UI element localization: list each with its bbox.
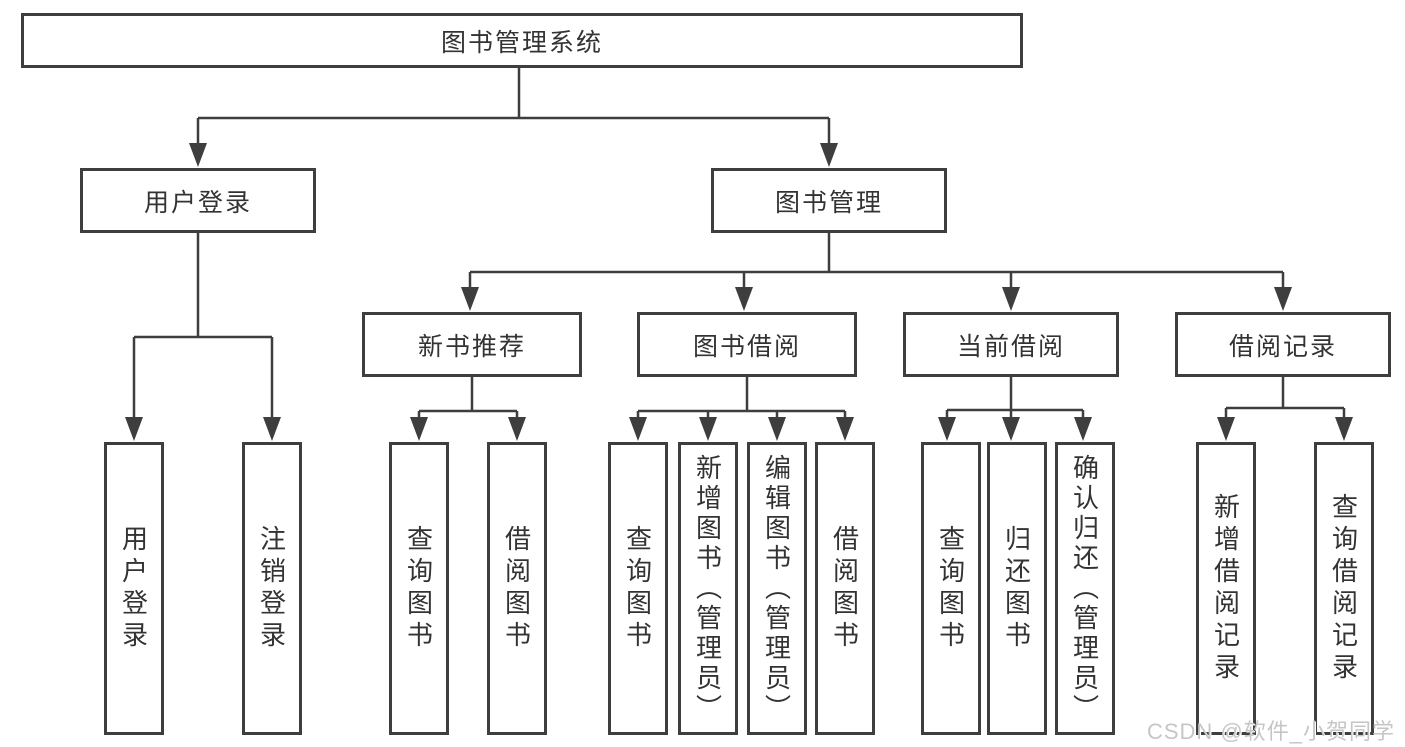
- node-label: 新增借阅记录: [1210, 492, 1241, 685]
- node-label: 新书推荐: [417, 332, 526, 361]
- node-label: 图书借阅: [692, 332, 801, 361]
- leaf-borrow-borrow-books: 借阅图书: [815, 442, 875, 735]
- node-label: 借阅图书: [829, 524, 860, 653]
- node-label: 用户登录: [143, 188, 252, 217]
- arrowheads: [125, 143, 1353, 441]
- node-label: 图书管理: [774, 188, 883, 217]
- leaf-query-borrow-record: 查询借阅记录: [1314, 442, 1374, 735]
- node-label: 借阅记录: [1228, 332, 1337, 361]
- node-label: 编辑图书（管理员）: [761, 453, 792, 724]
- leaf-current-confirm-return-admin: 确认归还（管理员）: [1055, 442, 1115, 735]
- node-book-borrow: 图书借阅: [637, 312, 857, 377]
- node-label: 查询图书: [403, 524, 434, 653]
- node-root-library-system: 图书管理系统: [21, 13, 1023, 68]
- node-borrow-records: 借阅记录: [1175, 312, 1391, 377]
- leaf-current-query-books: 查询图书: [921, 442, 981, 735]
- leaf-borrow-edit-books-admin: 编辑图书（管理员）: [747, 442, 807, 735]
- node-label: 查询图书: [622, 524, 653, 653]
- node-label: 借阅图书: [501, 524, 532, 653]
- leaf-borrow-add-books-admin: 新增图书（管理员）: [678, 442, 738, 735]
- node-book-management: 图书管理: [711, 168, 947, 233]
- node-user-login: 用户登录: [80, 168, 316, 233]
- leaf-recommend-query-books: 查询图书: [389, 442, 449, 735]
- leaf-current-return-books: 归还图书: [987, 442, 1047, 735]
- node-label: 图书管理系统: [440, 28, 603, 57]
- node-label: 归还图书: [1001, 524, 1032, 653]
- node-label: 注销登录: [256, 524, 287, 653]
- leaf-borrow-query-books: 查询图书: [608, 442, 668, 735]
- node-new-book-recommend: 新书推荐: [362, 312, 582, 377]
- csdn-watermark: CSDN @软件_小贺同学: [1146, 719, 1395, 744]
- node-label: 用户登录: [118, 524, 149, 653]
- leaf-user-login: 用户登录: [104, 442, 164, 735]
- node-label: 当前借阅: [956, 332, 1065, 361]
- node-current-borrow: 当前借阅: [903, 312, 1119, 377]
- node-label: 查询图书: [935, 524, 966, 653]
- node-label: 确认归还（管理员）: [1069, 453, 1100, 724]
- leaf-logout: 注销登录: [242, 442, 302, 735]
- leaf-add-borrow-record: 新增借阅记录: [1196, 442, 1256, 735]
- leaf-recommend-borrow-books: 借阅图书: [487, 442, 547, 735]
- node-label: 查询借阅记录: [1328, 492, 1359, 685]
- node-label: 新增图书（管理员）: [692, 453, 723, 724]
